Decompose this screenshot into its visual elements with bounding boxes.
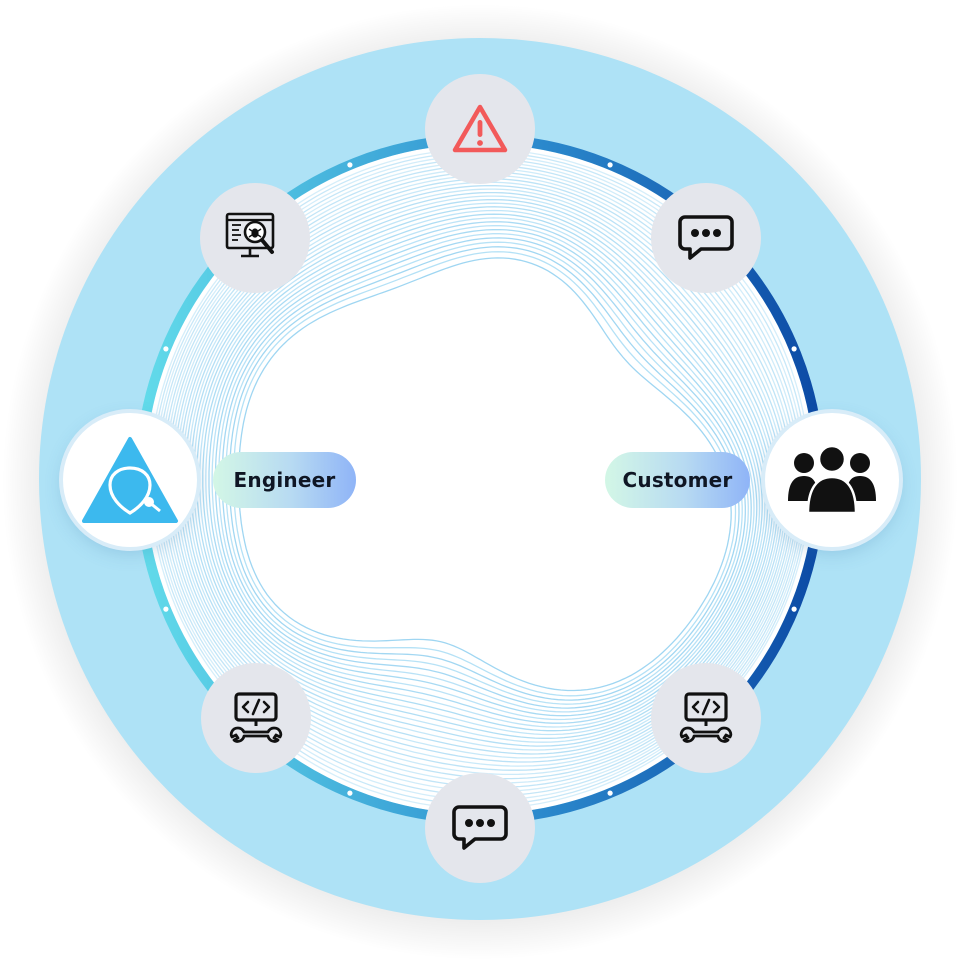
ring-dot xyxy=(347,790,353,796)
ring-dot xyxy=(163,606,169,612)
wave-line xyxy=(205,217,761,728)
code-wrench-icon xyxy=(679,692,733,743)
ring-dot xyxy=(791,346,797,352)
code-wrench-icon xyxy=(229,692,283,743)
code-wrench-node-bottom-left[interactable] xyxy=(201,663,311,773)
bug-inspection-node[interactable] xyxy=(200,183,310,293)
warning-node[interactable] xyxy=(425,74,535,184)
ring-dot xyxy=(607,790,613,796)
wave-line xyxy=(202,213,763,732)
ring-dot xyxy=(163,346,169,352)
bug-inspection-icon xyxy=(225,212,275,258)
chat-node-top-right[interactable] xyxy=(651,183,761,293)
chat-bubble-icon xyxy=(452,805,508,850)
wave-lines xyxy=(149,148,811,810)
ring-dots xyxy=(163,162,797,796)
customer-label: Customer xyxy=(605,452,750,508)
wave-line xyxy=(199,209,766,736)
inner-disc xyxy=(145,144,815,814)
chat-node-bottom[interactable] xyxy=(425,773,535,883)
ring-dot xyxy=(791,606,797,612)
customer-group-icon xyxy=(788,444,876,515)
ring-dot xyxy=(607,162,613,168)
engineer-label: Engineer xyxy=(213,452,356,508)
warning-icon xyxy=(452,104,508,153)
wave-line xyxy=(208,221,758,724)
engineer-logo-node[interactable] xyxy=(63,413,197,547)
ring-dot xyxy=(347,162,353,168)
chat-bubble-icon xyxy=(678,215,734,260)
code-wrench-node-bottom-right[interactable] xyxy=(651,663,761,773)
customer-group-node[interactable] xyxy=(765,413,899,547)
wave-line xyxy=(211,225,755,721)
company-logo-icon xyxy=(82,437,178,523)
